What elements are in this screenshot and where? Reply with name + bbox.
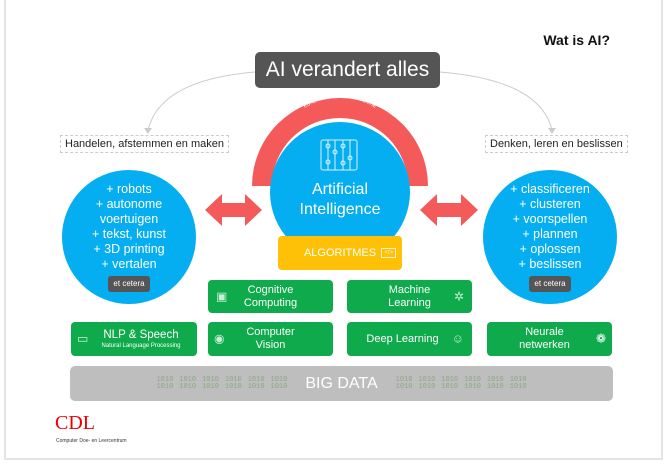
algoritmes-box: ALGORITMES </> [278,236,402,270]
deep-learning-box: ☺ Deep Learning [347,322,472,356]
right-arrowhead [548,128,556,134]
right-item: + classificeren [510,182,590,196]
right-item: + voorspellen [512,212,588,226]
left-label: Handelen, afstemmen en maken [60,135,229,153]
et-cetera-badge: et cetera [108,276,150,292]
box-text: Computer [246,326,295,338]
network-icon: ✲ [453,289,464,303]
abacus-icon [320,139,358,171]
ai-circle [270,122,410,262]
right-label: Denken, leren en beslissen [485,135,628,153]
slide-frame [4,0,663,460]
left-arrowhead [144,128,152,134]
brain-icon: ❁ [595,331,606,346]
box-text: Deep Learning [366,332,439,345]
speech-bubble-icon: ▭ [77,331,89,346]
et-cetera-badge: et cetera [529,276,571,292]
box-text: Cognitive [247,283,294,296]
cdl-tagline: Computer Doe- en Leercentrum [56,438,127,444]
right-double-arrow [420,194,478,226]
left-double-arrow [205,194,262,226]
left-item: + tekst, kunst [92,227,166,241]
right-circle: + classificeren + clusteren + voorspelle… [483,170,617,304]
box-text: Learning [388,296,431,309]
right-item: + plannen [522,227,578,241]
chip-icon: ▣ [216,289,228,303]
left-item: + vertalen [101,257,157,271]
right-item: + beslissen [518,257,582,271]
left-item: + robots [106,182,152,196]
page-title: Wat is AI? [543,32,610,48]
headline: AI verandert alles [255,52,440,88]
box-text: Vision [255,339,286,351]
left-circle: + robots + autonome voertuigen + tekst, … [62,170,196,304]
ki-arc [252,98,428,186]
box-text: Machine [388,283,431,296]
head-icon: ☺ [451,331,464,346]
cdl-logo: CDL [55,412,95,434]
left-item: + 3D printing [93,242,165,256]
box-text: Computing [243,296,298,309]
ai-label: Artificial Intelligence [270,180,410,220]
ai-line1: Artificial [311,181,368,198]
ai-line2: Intelligence [299,201,381,218]
left-curve-arrow [147,71,256,131]
code-icon: </> [381,248,396,258]
right-item: + oplossen [519,242,581,256]
box-text: Neurale [525,326,564,338]
box-subtext: Natural Language Processing [101,342,181,349]
eye-icon: ◉ [214,331,225,346]
box-text: netwerken [519,339,570,351]
big-data-label: BIG DATA [305,374,378,392]
right-item: + clusteren [519,197,581,211]
left-item: + autonome [95,197,163,211]
left-item: voertuigen [99,212,159,226]
box-text: NLP & Speech [103,328,179,341]
algoritmes-label: ALGORITMES [303,247,377,259]
right-curve-arrow [439,71,553,131]
